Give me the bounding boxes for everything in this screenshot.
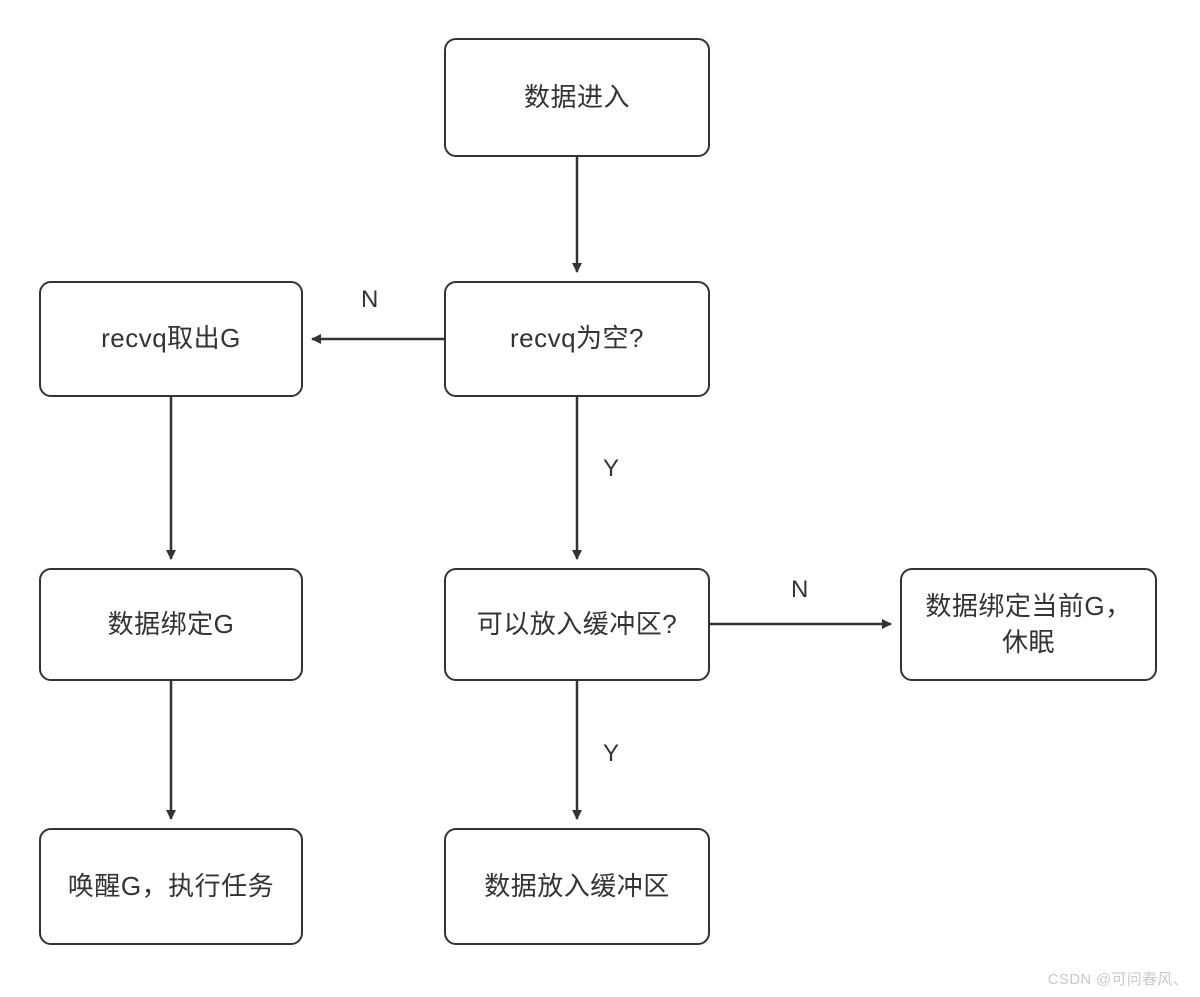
csdn-watermark: CSDN @可问春风、 bbox=[1047, 971, 1188, 988]
node-put-buffer[interactable]: 数据放入缓冲区 bbox=[444, 828, 710, 945]
edge-label-n-recvq-empty: N bbox=[361, 286, 379, 313]
node-label-recvq-empty: recvq为空? bbox=[509, 323, 645, 354]
node-label-data-in: 数据进入 bbox=[523, 81, 630, 112]
node-label-recvq-pop-g: recvq取出G bbox=[101, 323, 241, 354]
node-bind-data-g[interactable]: 数据绑定G bbox=[39, 568, 303, 681]
node-can-buffer[interactable]: 可以放入缓冲区? bbox=[444, 568, 710, 681]
node-label-put-buffer: 数据放入缓冲区 bbox=[484, 870, 670, 901]
node-data-in[interactable]: 数据进入 bbox=[444, 38, 710, 157]
edge-label-y-can-buffer: Y bbox=[603, 740, 620, 767]
node-label-wake-g: 唤醒G，执行任务 bbox=[67, 870, 275, 901]
node-bind-current-g[interactable]: 数据绑定当前G，休眠 bbox=[900, 568, 1157, 681]
node-label-bind-current-g: 数据绑定当前G，休眠 bbox=[925, 591, 1132, 657]
edge-label-n-can-buffer: N bbox=[791, 576, 809, 603]
node-recvq-pop-g[interactable]: recvq取出G bbox=[39, 281, 303, 397]
node-label-bind-data-g: 数据绑定G bbox=[107, 608, 235, 639]
node-recvq-empty[interactable]: recvq为空? bbox=[444, 281, 710, 397]
node-label-can-buffer: 可以放入缓冲区? bbox=[476, 608, 678, 639]
node-wake-g[interactable]: 唤醒G，执行任务 bbox=[39, 828, 303, 945]
edge-label-y-recvq-empty: Y bbox=[603, 455, 620, 482]
